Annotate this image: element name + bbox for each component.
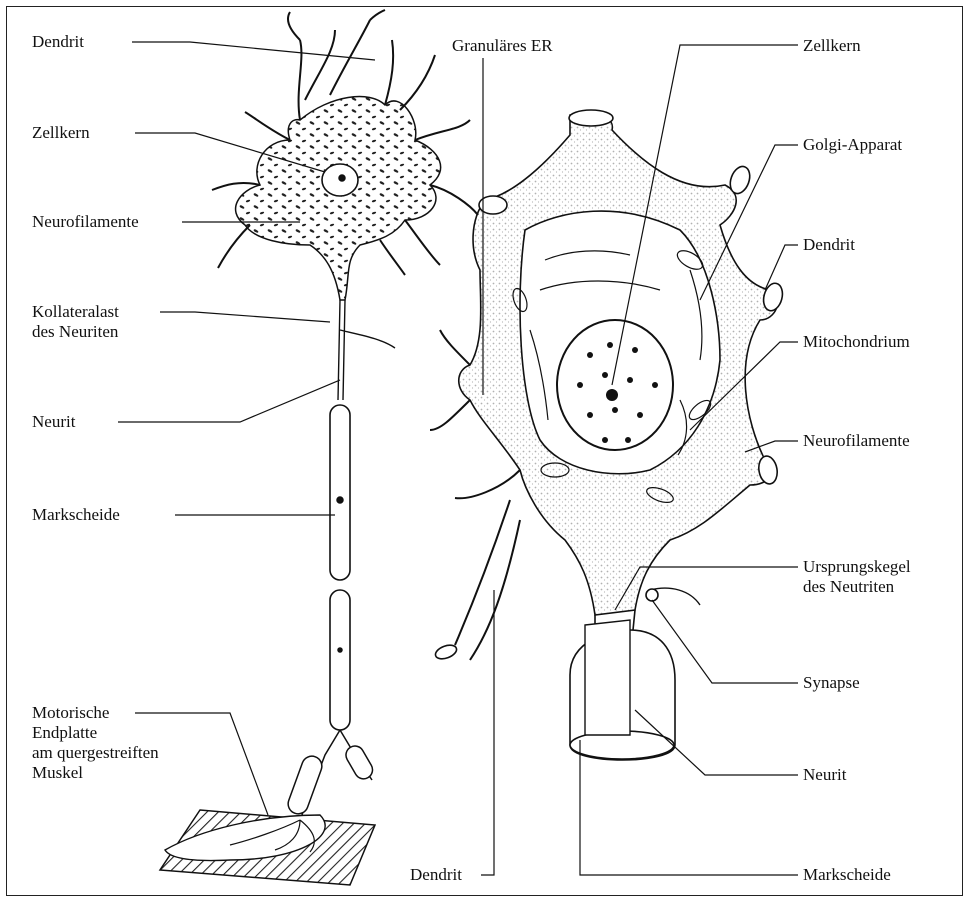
label-golgi-apparat: Golgi-Apparat <box>803 135 902 155</box>
label-mitochondrium: Mitochondrium <box>803 332 910 352</box>
label-neurit-left: Neurit <box>32 412 75 432</box>
label-zellkern-left: Zellkern <box>32 123 90 143</box>
label-ursprungskegel: Ursprungskegel des Neutriten <box>803 557 911 597</box>
label-ursprungskegel-line2: des Neutriten <box>803 577 911 597</box>
label-kollateralast: Kollateralast des Neuriten <box>32 302 119 342</box>
left-neuron <box>160 10 478 885</box>
label-endplatte-line2: Endplatte <box>32 723 159 743</box>
label-dendrit-left: Dendrit <box>32 32 84 52</box>
label-synapse: Synapse <box>803 673 860 693</box>
label-motorische-endplatte: Motorische Endplatte am quergestreiften … <box>32 703 159 783</box>
label-ursprungskegel-line1: Ursprungskegel <box>803 557 911 577</box>
label-kollateralast-line1: Kollateralast <box>32 302 119 322</box>
label-dendrit-right-bottom: Dendrit <box>410 865 462 885</box>
label-neurofilamente-left: Neurofilamente <box>32 212 139 232</box>
label-endplatte-line1: Motorische <box>32 703 159 723</box>
label-markscheide-right: Markscheide <box>803 865 891 885</box>
label-endplatte-line3: am quergestreiften <box>32 743 159 763</box>
label-endplatte-line4: Muskel <box>32 763 159 783</box>
label-kollateralast-line2: des Neuriten <box>32 322 119 342</box>
label-granulares-er: Granuläres ER <box>452 36 553 56</box>
label-zellkern-right: Zellkern <box>803 36 861 56</box>
label-neurit-right: Neurit <box>803 765 846 785</box>
label-markscheide-left: Markscheide <box>32 505 120 525</box>
label-dendrit-right-top: Dendrit <box>803 235 855 255</box>
label-neurofilamente-right: Neurofilamente <box>803 431 910 451</box>
